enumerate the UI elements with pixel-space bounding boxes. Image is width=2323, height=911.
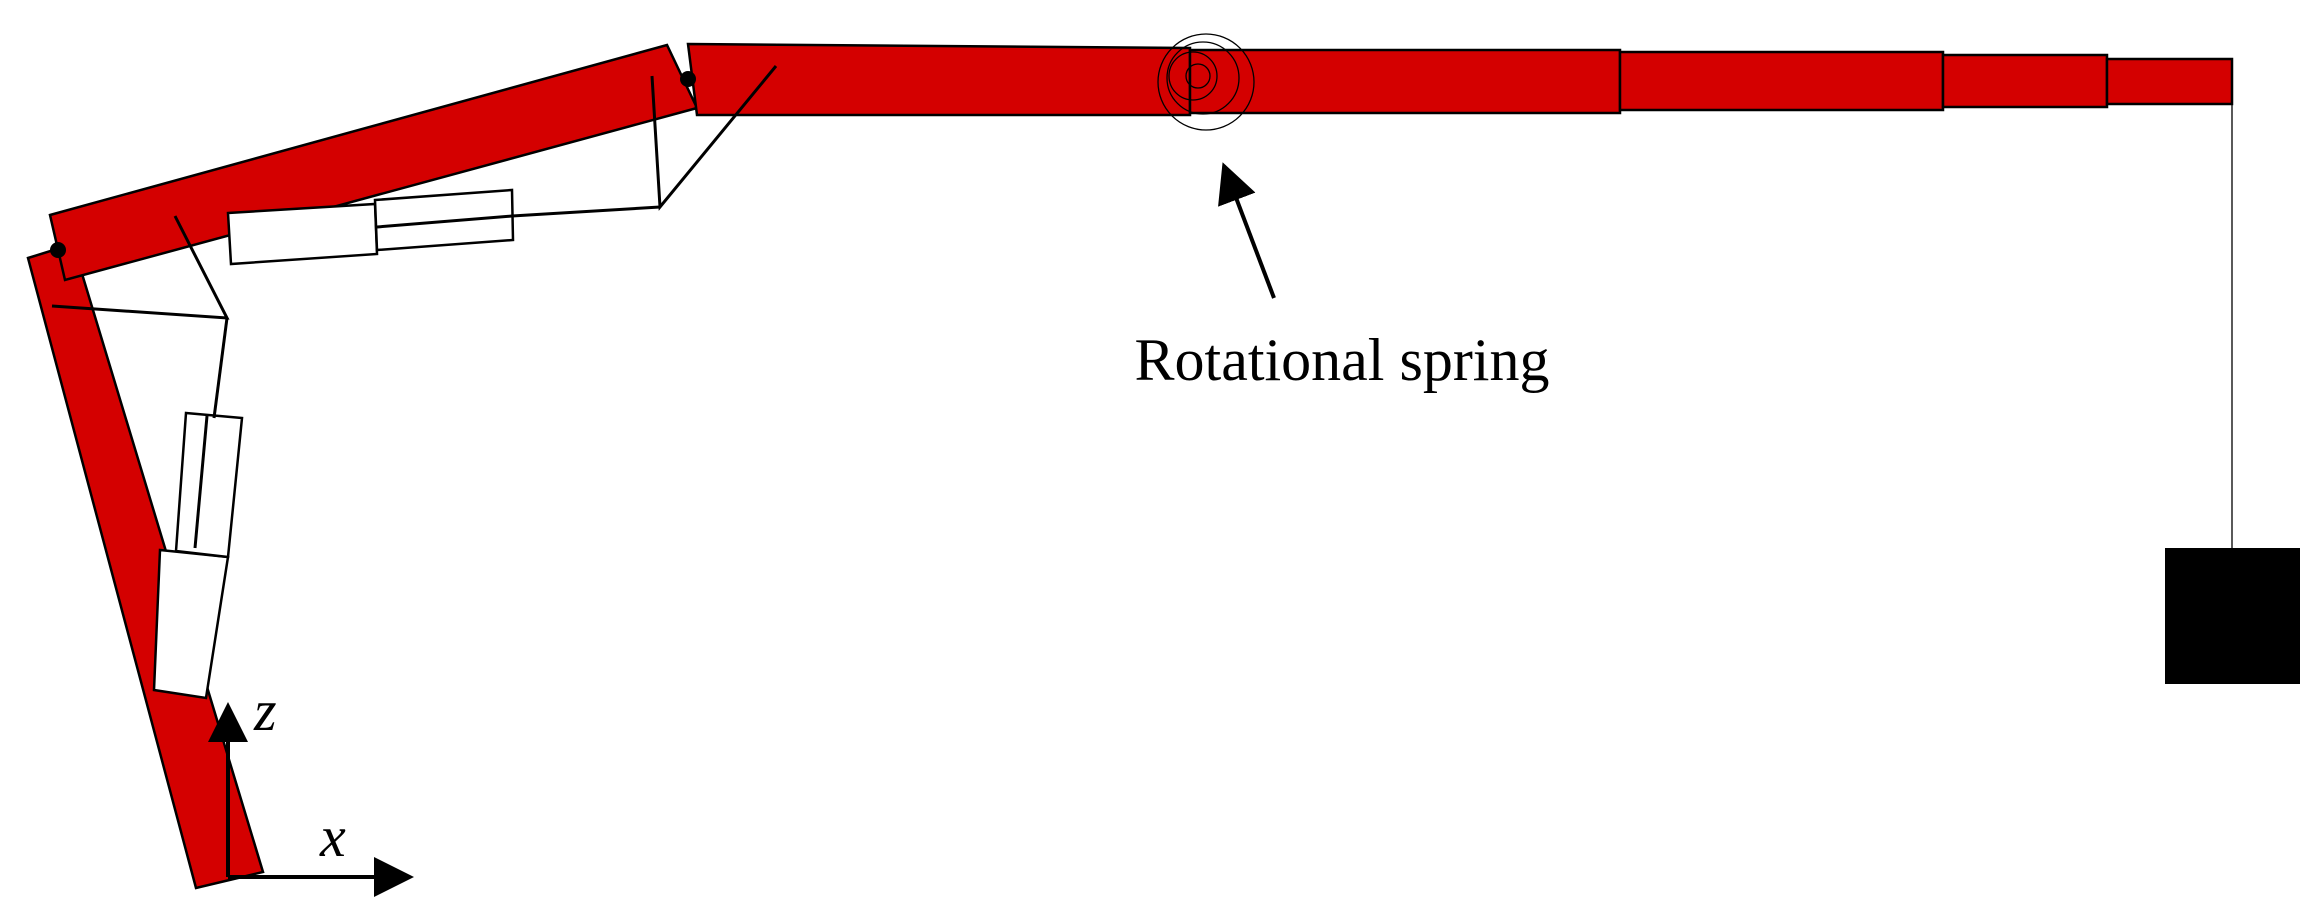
upper-hydraulic-cylinder — [226, 188, 515, 266]
boom-section-4 — [1941, 53, 2109, 109]
lower-hydraulic-cylinder — [152, 411, 244, 700]
knuckle-joint-pin — [680, 71, 696, 87]
z-axis-label: z — [253, 678, 277, 743]
upper-cylinder-rod — [373, 188, 515, 252]
upper-cylinder-barrel — [226, 202, 379, 266]
upper-linkage-to-cylinder — [511, 205, 661, 218]
lower-cylinder-barrel — [152, 548, 230, 700]
spring-pointer-arrow — [1218, 162, 1276, 299]
telescopic-boom — [686, 42, 2234, 117]
boom-section-1 — [686, 42, 1192, 117]
load-mass — [2165, 548, 2300, 684]
coordinate-axes: z x — [208, 678, 414, 897]
base-joint-pin — [50, 242, 66, 258]
lower-cylinder-rod — [174, 411, 244, 559]
rotational-spring-icon — [1157, 33, 1255, 131]
lower-linkage-to-cylinder — [212, 317, 229, 419]
boom-section-5 — [2105, 57, 2234, 106]
upper-cylinder-divider — [376, 214, 513, 229]
lower-cylinder-divider — [193, 415, 209, 549]
linkages — [51, 65, 778, 419]
spring-label: Rotational spring — [1135, 327, 1550, 393]
x-axis-label: x — [319, 804, 346, 869]
boom-section-3 — [1618, 50, 1945, 112]
